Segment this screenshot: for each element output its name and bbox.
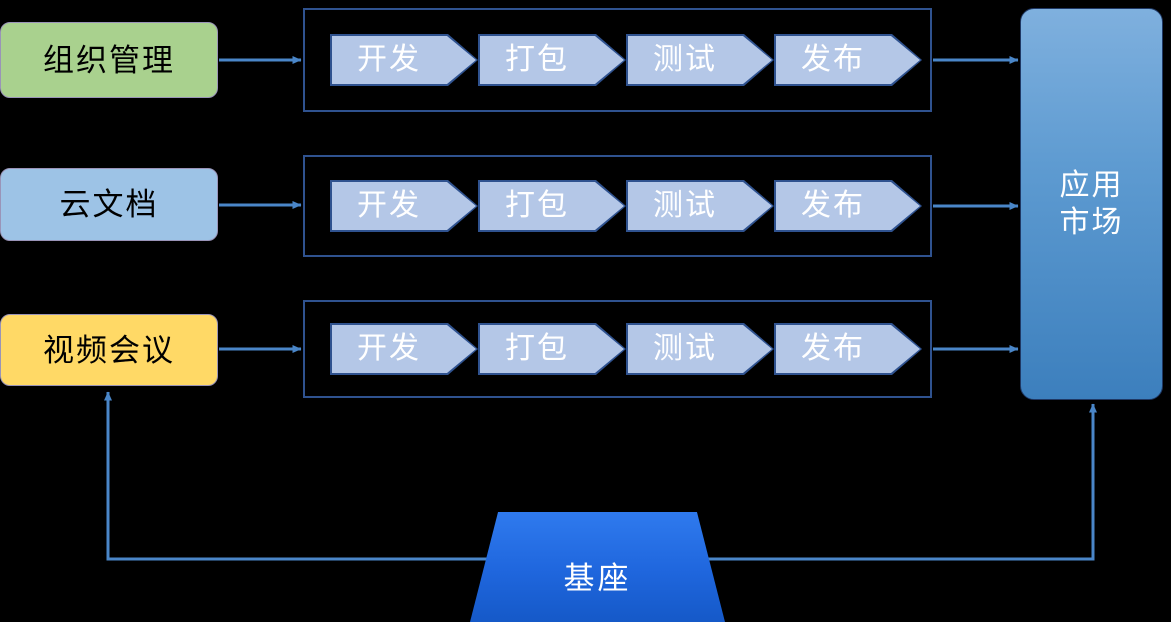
pipeline-container-org [303, 8, 932, 112]
stage-label: 开发 [357, 189, 421, 222]
source-label-doc: 云文档 [59, 187, 159, 222]
chevron-fill [776, 182, 920, 230]
app-market-label-line2: 市场 [1059, 206, 1124, 239]
chevron-fill [480, 325, 624, 373]
chevron-fill [776, 36, 920, 84]
stage-label: 开发 [357, 332, 421, 365]
chevron-fill [628, 182, 772, 230]
stage-chevron-dev-1[interactable]: 开发 [330, 34, 478, 86]
pipeline-container-meet [303, 300, 932, 398]
chevron-fill [776, 325, 920, 373]
stage-chevron-package-2[interactable]: 打包 [478, 180, 626, 232]
chevron-fill [332, 36, 476, 84]
app-market-label-line1: 应用 [1059, 168, 1124, 202]
stage-chevron-package-1[interactable]: 打包 [478, 34, 626, 86]
stage-chevron-test-1[interactable]: 测试 [626, 34, 774, 86]
stage-chevron-release-2[interactable]: 发布 [774, 180, 922, 232]
stage-chevron-release-3[interactable]: 发布 [774, 323, 922, 375]
stage-label: 打包 [505, 189, 569, 222]
pipeline-container-doc [303, 155, 932, 257]
chevron-fill [480, 36, 624, 84]
chevron-fill [628, 325, 772, 373]
stage-label: 打包 [505, 43, 569, 76]
arrow-base-to-meet [104, 391, 490, 561]
stage-chevron-dev-2[interactable]: 开发 [330, 180, 478, 232]
stage-label: 测试 [653, 332, 717, 365]
source-box-org[interactable]: 组织管理 [0, 22, 218, 98]
base-platform-shape[interactable]: 基座 [470, 512, 725, 622]
stage-chevron-package-3[interactable]: 打包 [478, 323, 626, 375]
stage-label: 发布 [801, 43, 865, 76]
stage-chevron-test-2[interactable]: 测试 [626, 180, 774, 232]
chevron-fill [332, 325, 476, 373]
stage-label: 打包 [505, 332, 569, 365]
stage-label: 发布 [801, 189, 865, 222]
chevron-fill [480, 182, 624, 230]
source-box-meet[interactable]: 视频会议 [0, 314, 218, 386]
source-label-meet: 视频会议 [43, 332, 175, 368]
stage-label: 测试 [653, 189, 717, 222]
stage-chevron-test-3[interactable]: 测试 [626, 323, 774, 375]
stage-label: 开发 [357, 43, 421, 76]
source-label-org: 组织管理 [43, 42, 175, 78]
stage-chevron-release-1[interactable]: 发布 [774, 34, 922, 86]
arrow-base-to-market [706, 403, 1097, 561]
stage-chevron-dev-3[interactable]: 开发 [330, 323, 478, 375]
base-platform-label: 基座 [563, 560, 632, 596]
stage-label: 发布 [801, 332, 865, 365]
app-market-box[interactable]: 应用 市场 [1020, 8, 1163, 400]
stage-label: 测试 [653, 43, 717, 76]
chevron-fill [332, 182, 476, 230]
chevron-fill [628, 36, 772, 84]
source-box-doc[interactable]: 云文档 [0, 168, 218, 241]
